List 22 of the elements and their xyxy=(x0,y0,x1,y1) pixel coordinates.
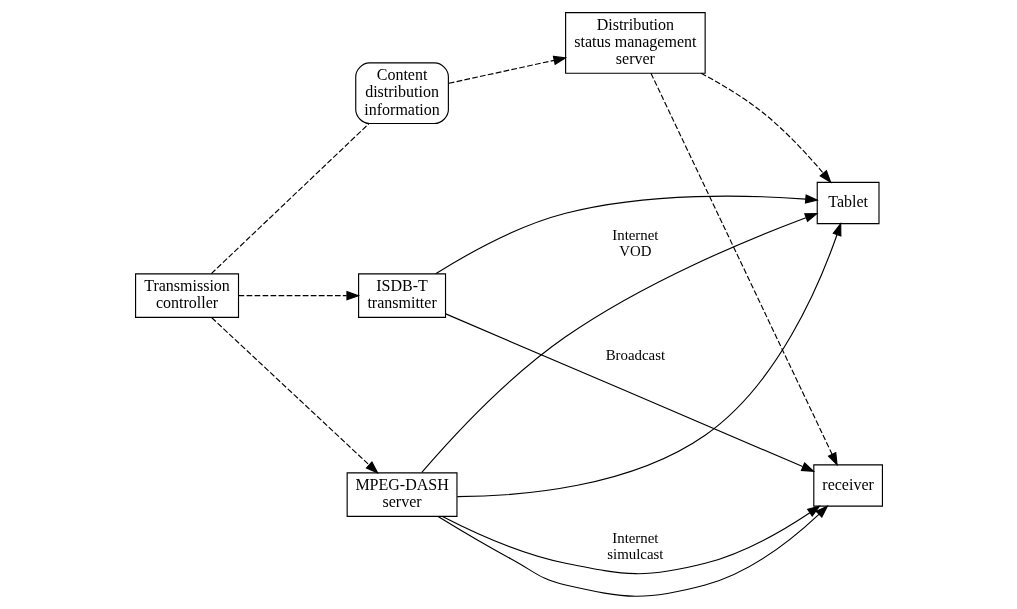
node-box: MPEG-DASH server xyxy=(346,472,458,517)
edge-label: Internet VOD xyxy=(611,227,658,260)
arrow xyxy=(456,222,841,498)
connector xyxy=(210,123,369,275)
node-box: ISDB-T transmitter xyxy=(357,273,446,318)
edge-label: Internet simulcast xyxy=(606,530,663,563)
node-box: Distribution status management server xyxy=(564,12,706,74)
arrow xyxy=(444,313,815,472)
node-box: Transmission controller xyxy=(134,273,239,318)
arrow xyxy=(700,72,832,184)
arrow xyxy=(437,505,829,597)
arrow xyxy=(210,317,379,474)
node-box: Tablet xyxy=(816,181,880,225)
node-box: Content distribution information xyxy=(354,62,449,125)
arrow xyxy=(237,290,360,301)
node-box: receiver xyxy=(812,464,883,507)
arrow xyxy=(441,505,821,575)
arrow xyxy=(420,213,819,473)
arrow xyxy=(434,194,819,275)
edge-label: Broadcast xyxy=(605,347,665,364)
arrow xyxy=(447,55,567,84)
arrow xyxy=(649,72,838,467)
